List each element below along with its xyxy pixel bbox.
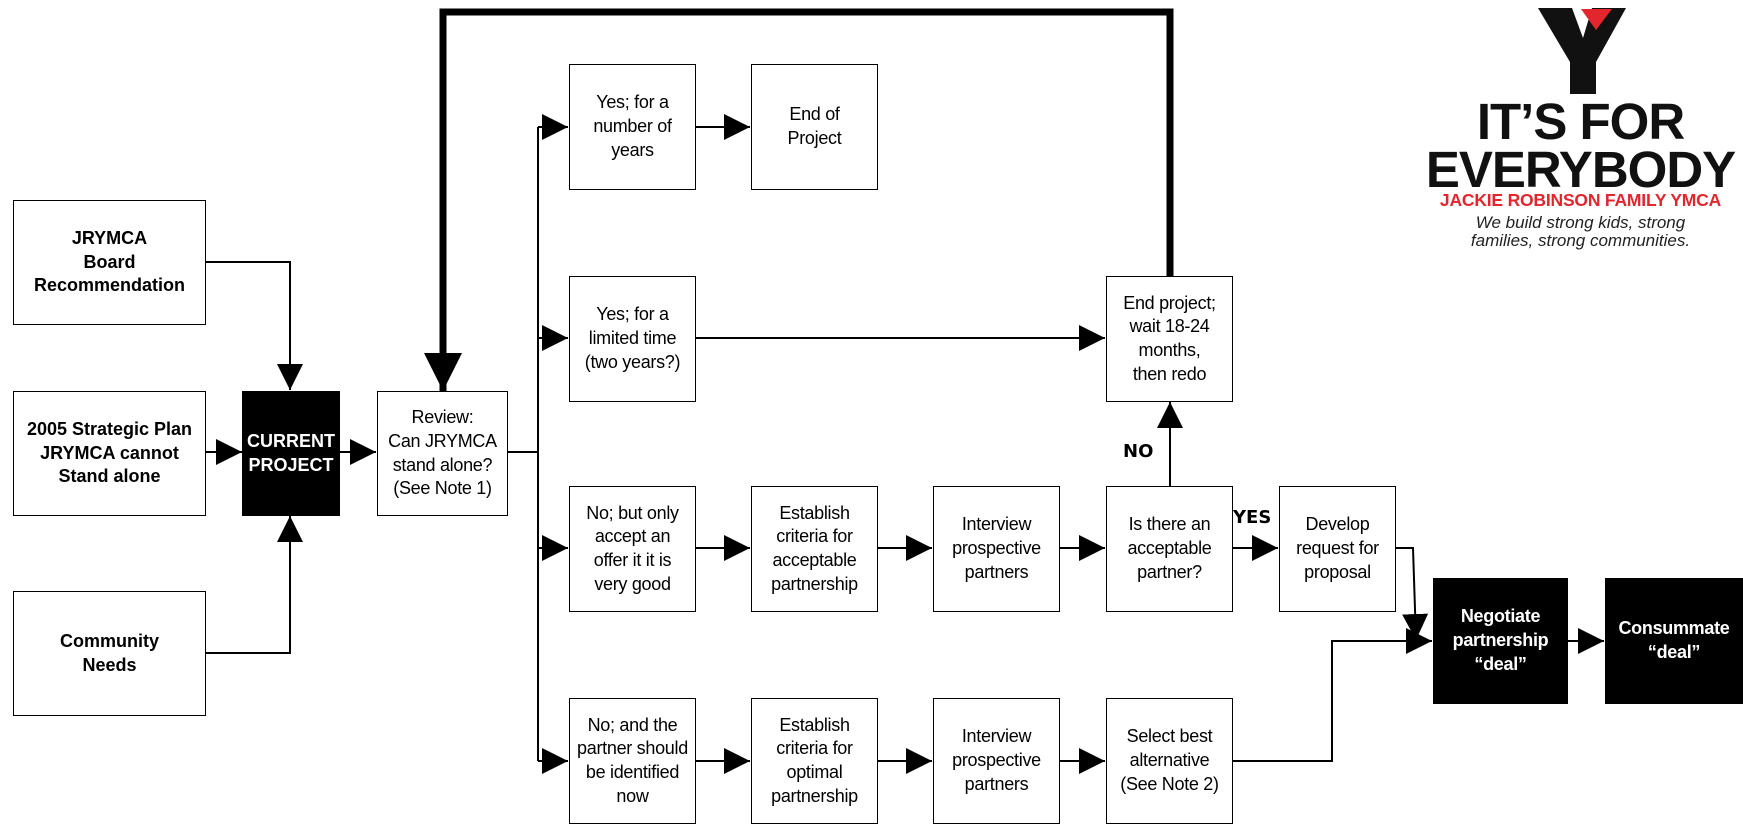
node-consummate-deal: Consummate “deal” — [1605, 578, 1743, 704]
node-end-of-project: End of Project — [751, 64, 878, 190]
node-criteria-acceptable: Establish criteria for acceptable partne… — [751, 486, 878, 612]
node-board-recommendation: JRYMCA Board Recommendation — [13, 200, 206, 325]
edge-label-yes: YES — [1233, 507, 1272, 528]
edge-community-to-current — [205, 516, 303, 654]
ymca-y-mark-icon — [1538, 8, 1626, 94]
node-no-partner-identified: No; and the partner should be identified… — [569, 698, 696, 824]
node-strategic-plan: 2005 Strategic Plan JRYMCA cannot Stand … — [13, 391, 206, 516]
edge-board-to-current — [205, 261, 303, 390]
logo-slogan-line2: EVERYBODY — [1425, 141, 1736, 198]
logo-org-name: JACKIE ROBINSON FAMILY YMCA — [1439, 190, 1722, 210]
edge-label-no: NO — [1123, 441, 1154, 462]
logo-slogan-line1: IT’S FOR — [1476, 93, 1685, 150]
node-select-best-alternative: Select best alternative (See Note 2) — [1106, 698, 1233, 824]
node-community-needs: Community Needs — [13, 591, 206, 716]
node-yes-limited-time: Yes; for a limited time (two years?) — [569, 276, 696, 402]
edge-redo-loop — [424, 8, 1174, 391]
node-current-project: CURRENT PROJECT — [242, 391, 340, 516]
node-yes-number-of-years: Yes; for a number of years — [569, 64, 696, 190]
edge-select-to-negotiate — [1233, 628, 1432, 762]
node-interview-partners-1: Interview prospective partners — [933, 486, 1060, 612]
node-no-accept-offer: No; but only accept an offer it it is ve… — [569, 486, 696, 612]
logo-tagline: We build strong kids, strong families, s… — [1470, 213, 1691, 250]
node-criteria-optimal: Establish criteria for optimal partnersh… — [751, 698, 878, 824]
node-end-project-wait: End project; wait 18-24 months, then red… — [1106, 276, 1233, 402]
edge-develop-to-negotiate — [1396, 547, 1429, 641]
ymca-logo: IT’S FOR EVERYBODY JACKIE ROBINSON FAMIL… — [1418, 6, 1743, 256]
node-review: Review: Can JRYMCA stand alone? (See Not… — [377, 391, 508, 516]
node-negotiate-deal: Negotiate partnership “deal” — [1433, 578, 1568, 704]
node-interview-partners-2: Interview prospective partners — [933, 698, 1060, 824]
node-develop-request: Develop request for proposal — [1279, 486, 1396, 612]
node-acceptable-partner: Is there an acceptable partner? — [1106, 486, 1233, 612]
